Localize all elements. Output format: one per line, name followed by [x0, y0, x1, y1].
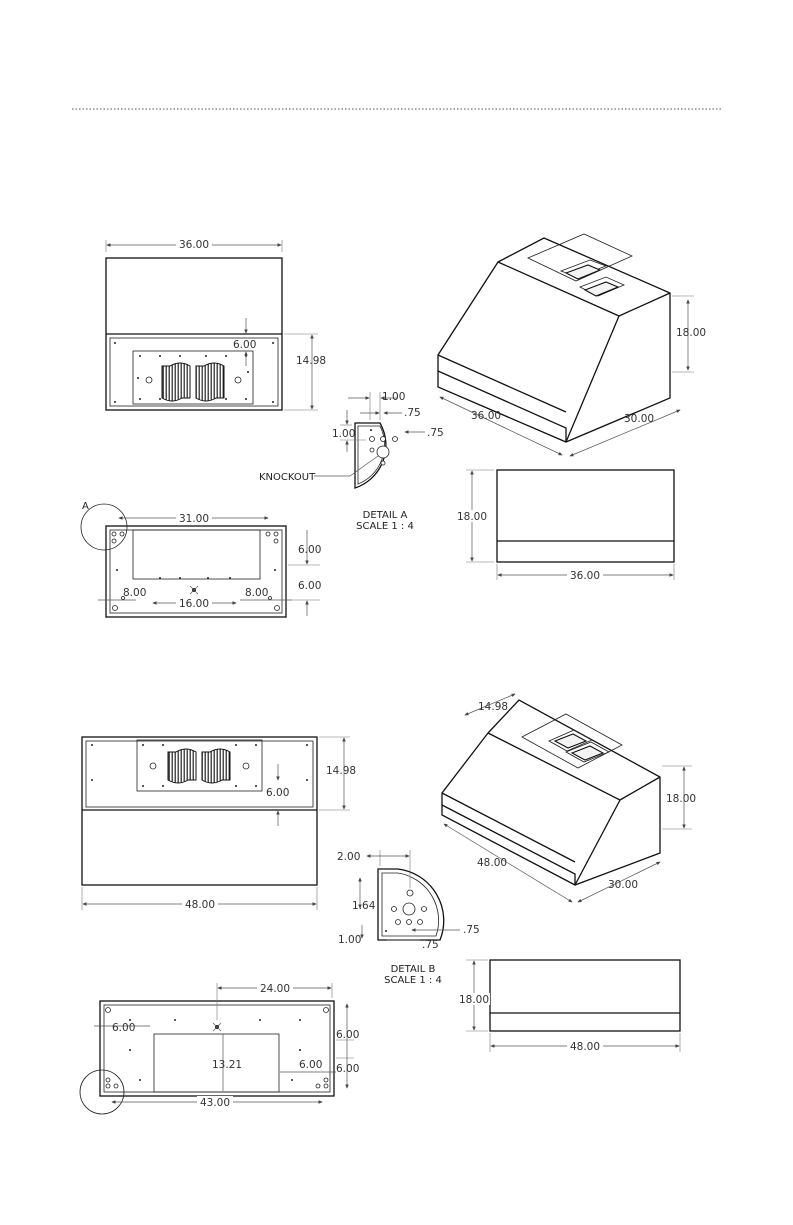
hood-36-bottom-right-label: 8.00 [245, 587, 268, 599]
hood-36-bottom-span-label: 31.00 [179, 513, 209, 525]
hood-48-bottom-top-label: 24.00 [260, 983, 290, 995]
detail-b-title: DETAIL B [391, 964, 436, 975]
detail-b-dim-4: .75 [463, 924, 480, 936]
hood-48-side-height-label: 18.00 [459, 994, 489, 1006]
hood-48-iso-depth-label: 30.00 [608, 879, 638, 891]
detail-b-dim-2: 1.64 [352, 900, 376, 912]
hood-36-front-view: 36.00 14.98 6.00 [106, 238, 326, 410]
hood-36-iso-height-label: 18.00 [676, 327, 706, 339]
hood-36-side-width-label: 36.00 [570, 570, 600, 582]
detail-a-scale: SCALE 1 : 4 [356, 521, 414, 532]
hood-36-iso-width-label: 36.00 [471, 410, 501, 422]
detail-a-dim-2: .75 [404, 407, 421, 419]
hood-36-side-height-label: 18.00 [457, 511, 487, 523]
hood-48-bottom-view: 24.00 6.00 13.21 6.00 6.00 6.00 43.00 [80, 982, 359, 1114]
detail-b-view: 2.00 1.64 1.00 .75 .75 DETAIL B SCALE 1 … [337, 850, 480, 986]
hood-48-iso-height-label: 18.00 [666, 793, 696, 805]
detail-a-dim-1: 1.00 [382, 391, 405, 403]
hood-48-front-width-label: 48.00 [185, 899, 215, 911]
hood-36-bottom-left-label: 8.00 [123, 587, 146, 599]
hood-36-iso-depth-label: 30.00 [624, 413, 654, 425]
hood-48-bottom-v1-label: 6.00 [336, 1029, 359, 1041]
detail-a-title: DETAIL A [363, 510, 408, 521]
detail-a-view: 1.00 .75 1.00 .75 KNOCKOUT DETAIL A SCAL… [259, 391, 444, 532]
hood-48-front-height-label: 14.98 [326, 765, 356, 777]
hood-36-front-offset-label: 6.00 [233, 339, 256, 351]
hood-48-front-view: 14.98 6.00 48.00 [82, 737, 356, 911]
hood-36-front-height-label: 14.98 [296, 355, 326, 367]
hood-36-bottom-center-label: 16.00 [179, 598, 209, 610]
detail-b-dim-5: .75 [422, 939, 439, 951]
hood-48-bottom-v2-label: 6.00 [336, 1063, 359, 1075]
hood-48-iso-width-label: 48.00 [477, 857, 507, 869]
hood-48-side-width-label: 48.00 [570, 1041, 600, 1053]
hood-36-bottom-view: A 31.00 8.00 16.00 8.00 6.00 6.00 [81, 501, 321, 617]
detail-a-dim-4: .75 [427, 427, 444, 439]
detail-b-dim-1: 2.00 [337, 851, 360, 863]
hood-48-front-offset-label: 6.00 [266, 787, 289, 799]
hood-36-bottom-v1-label: 6.00 [298, 544, 321, 556]
hood-36-bottom-v2-label: 6.00 [298, 580, 321, 592]
detail-a-marker: A [82, 501, 89, 512]
hood-48-bottom-overall-label: 43.00 [200, 1097, 230, 1109]
detail-b-scale: SCALE 1 : 4 [384, 975, 442, 986]
hood-36-front-width-label: 36.00 [179, 239, 209, 251]
hood-48-iso-top-depth-label: 14.98 [478, 701, 508, 713]
hood-48-bottom-center-label: 13.21 [212, 1059, 242, 1071]
hood-48-bottom-left-label: 6.00 [112, 1022, 135, 1034]
detail-b-dim-3: 1.00 [338, 934, 361, 946]
hood-36-iso-view: 18.00 36.00 30.00 [438, 234, 706, 456]
hood-48-iso-view: 14.98 18.00 48.00 30.00 [442, 694, 696, 902]
detail-a-dim-3: 1.00 [332, 428, 355, 440]
knockout-label: KNOCKOUT [259, 472, 316, 483]
hood-36-side-view: 18.00 36.00 [456, 470, 674, 582]
hood-48-bottom-right-label: 6.00 [299, 1059, 322, 1071]
hood-48-side-view: 18.00 48.00 [458, 960, 680, 1053]
